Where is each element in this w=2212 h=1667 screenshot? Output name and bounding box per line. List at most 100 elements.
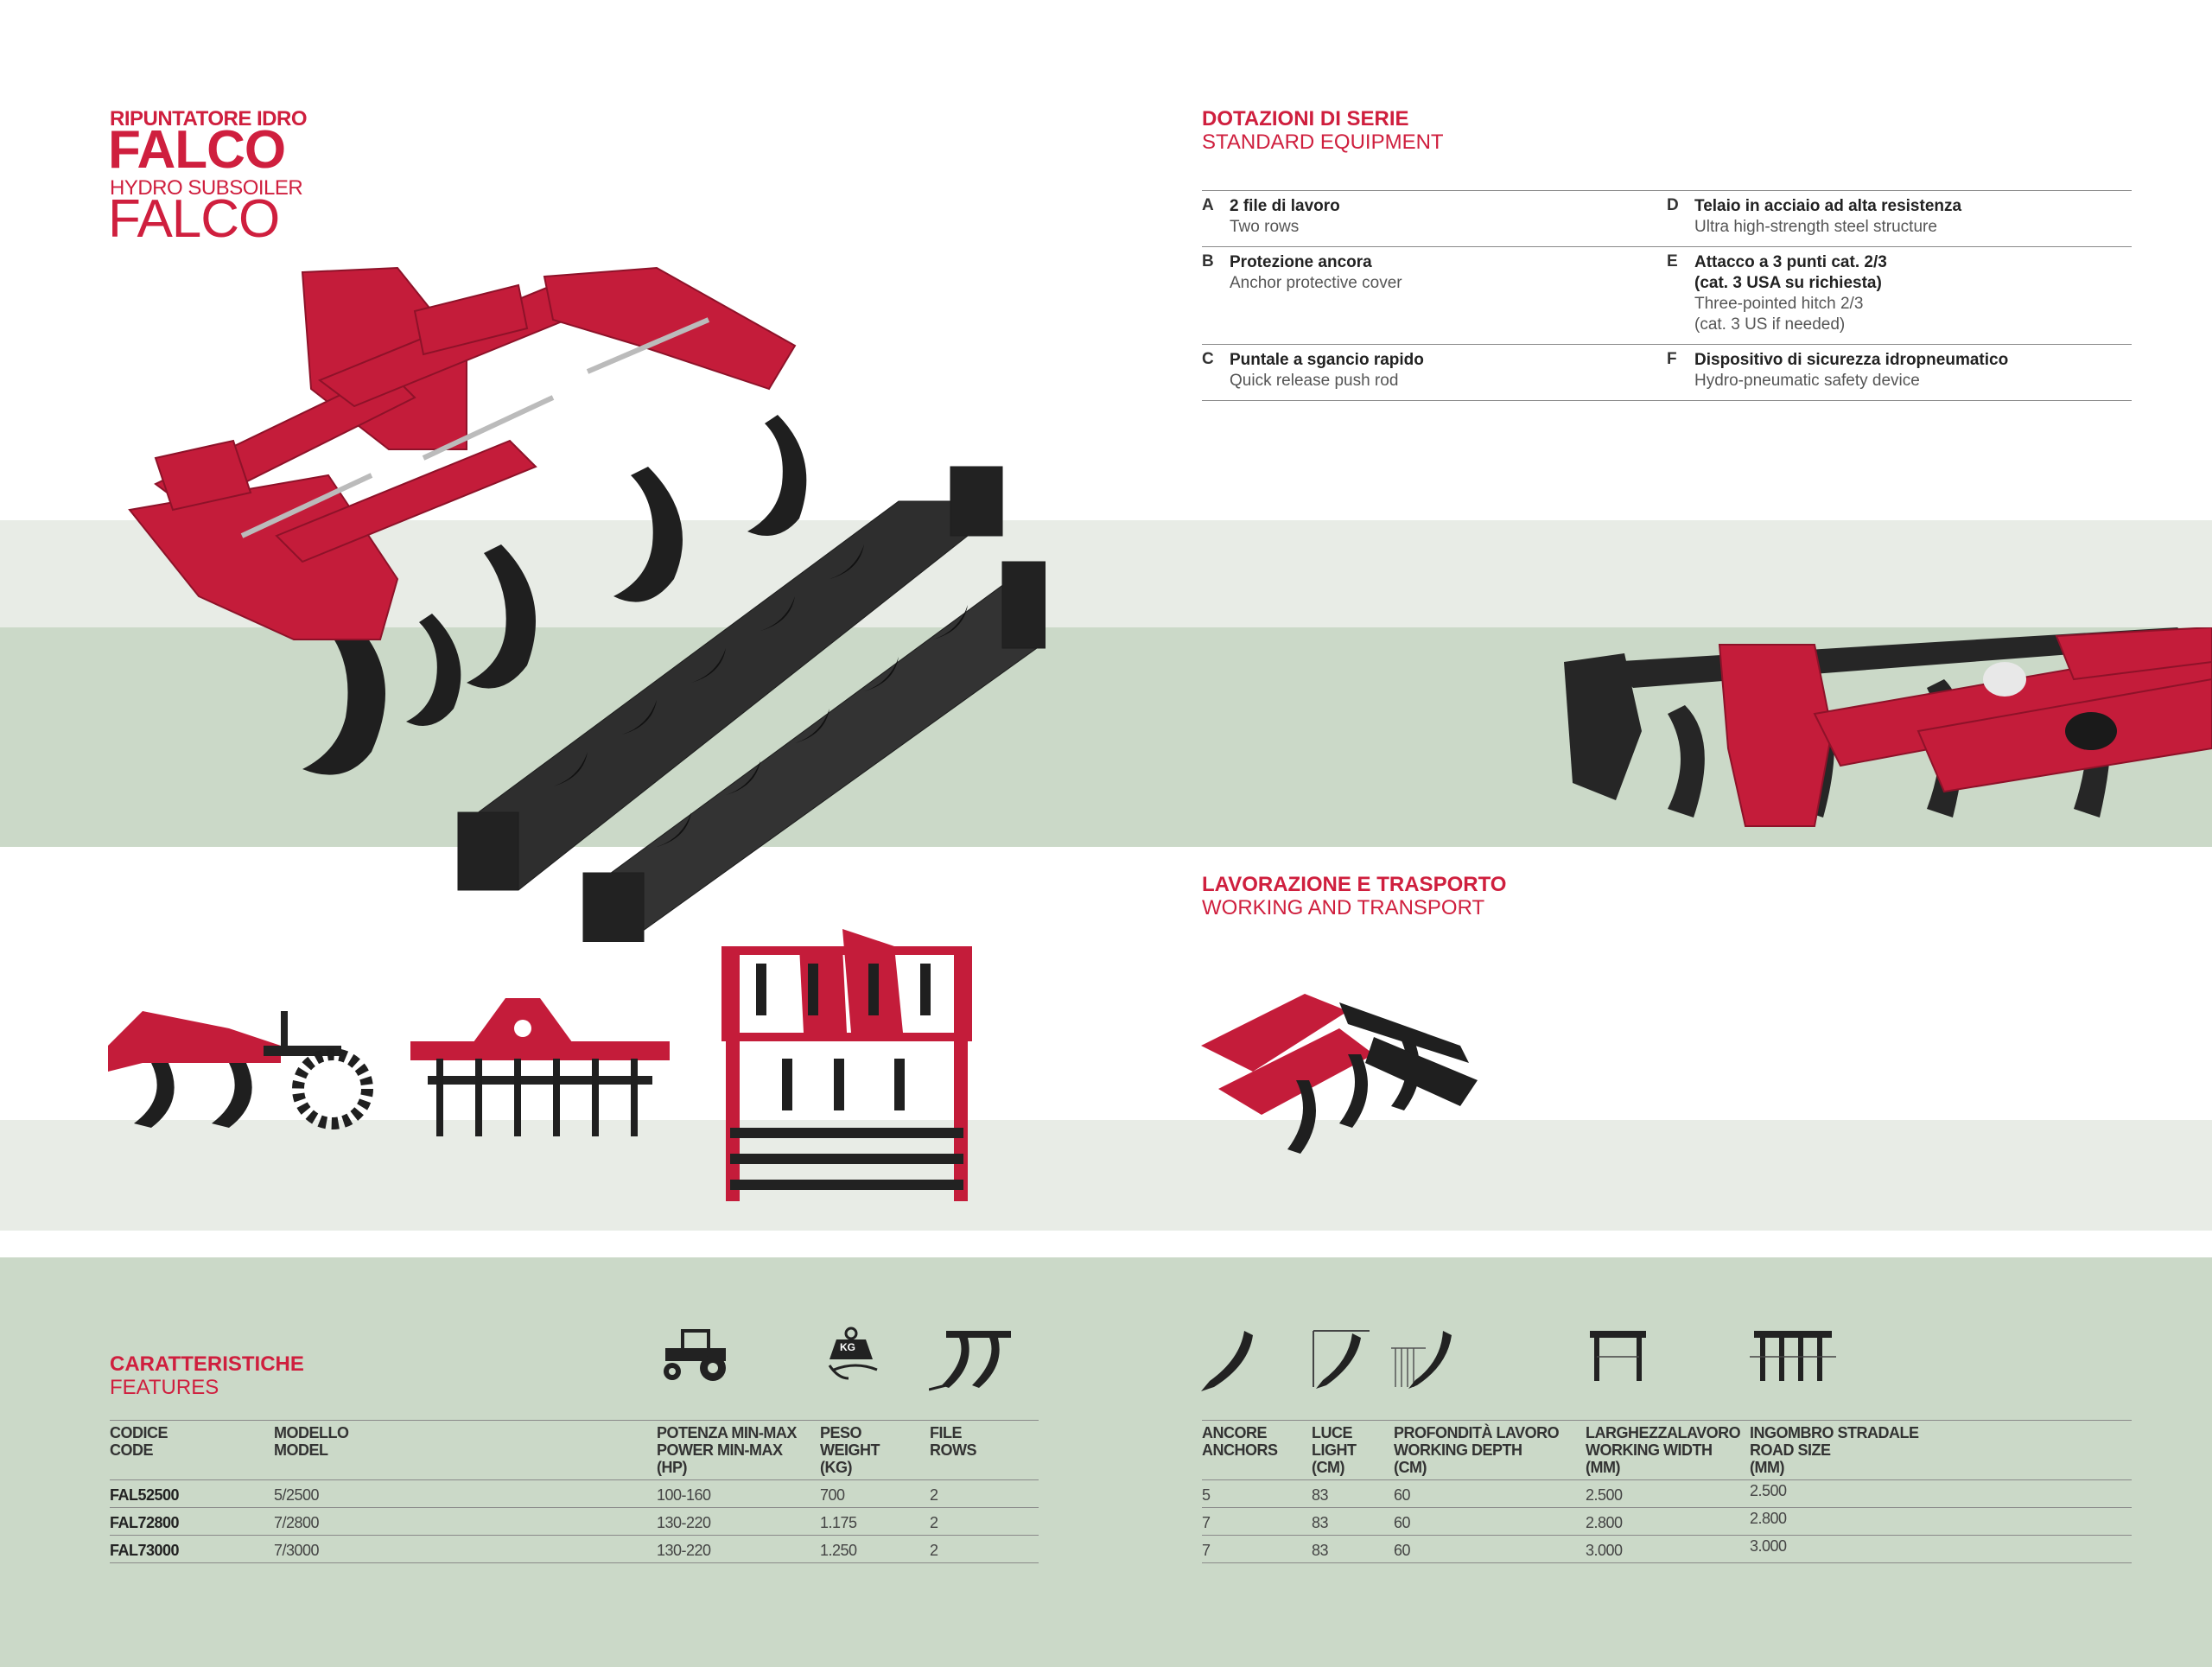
equipment-item-c: C Puntale a sgancio rapido Quick release… [1202, 345, 1667, 400]
top-view-image [721, 929, 972, 1201]
equipment-text-it: Puntale a sgancio rapido [1230, 351, 1424, 369]
table-row: FAL72800 7/2800 130-220 1.175 2 [110, 1508, 1039, 1536]
weight-icon: KG [821, 1327, 881, 1383]
equipment-text-it: Protezione ancora [1230, 253, 1372, 271]
anchor-icon [1201, 1331, 1253, 1391]
equipment-text-en-line2: (cat. 3 US if needed) [1694, 315, 1846, 334]
equipment-text-it: Telaio in acciaio ad alta resistenza [1694, 197, 1962, 215]
cell-light: 83 [1312, 1514, 1329, 1531]
cell-road-size: 3.000 [1750, 1537, 1787, 1555]
equipment-text-en: Ultra high-strength steel structure [1694, 218, 1937, 236]
cell-depth: 60 [1394, 1542, 1411, 1559]
background-band-light-lower [0, 1120, 2212, 1231]
equipment-text-en: Two rows [1230, 218, 1300, 236]
features-heading-en: FEATURES [110, 1376, 219, 1399]
standard-equipment-heading-it: DOTAZIONI DI SERIE [1202, 107, 1409, 130]
working-transport-heading-en: WORKING AND TRANSPORT [1202, 896, 1485, 919]
equipment-text-en: Anchor protective cover [1230, 274, 1402, 292]
main-machine-image [128, 266, 1046, 942]
equipment-item-e: E Attacco a 3 punti cat. 2/3 (cat. 3 USA… [1667, 247, 2132, 344]
equipment-text-it: 2 file di lavoro [1230, 197, 1340, 215]
cell-code: FAL52500 [110, 1486, 180, 1504]
title-italian-product: FALCO [108, 120, 286, 180]
equipment-letter: A [1202, 196, 1214, 214]
cell-rows: 2 [930, 1542, 938, 1559]
cell-weight: 700 [820, 1486, 845, 1504]
features-heading: CARATTERISTICHE FEATURES [110, 1352, 304, 1399]
cell-model: 7/2800 [274, 1514, 320, 1531]
equipment-text-en: Quick release push rod [1230, 372, 1399, 390]
cell-road-size: 2.500 [1750, 1482, 1787, 1499]
features-background [0, 1257, 2212, 1667]
cell-depth: 60 [1394, 1514, 1411, 1531]
title-english-small: HYDRO SUBSOILER [110, 176, 303, 200]
working-transport-heading: LAVORAZIONE E TRASPORTO WORKING AND TRAN… [1202, 873, 1506, 919]
cell-depth: 60 [1394, 1486, 1411, 1504]
equipment-text-it-line2: (cat. 3 USA su richiesta) [1694, 274, 1882, 292]
light-clearance-icon [1313, 1330, 1370, 1389]
working-depth-icon [1391, 1331, 1452, 1389]
front-view-image [410, 998, 670, 1136]
cell-power: 130-220 [657, 1514, 711, 1531]
machine-detail-image [1564, 627, 2212, 827]
cell-rows: 2 [930, 1486, 938, 1504]
equipment-item-d: D Telaio in acciaio ad alta resistenza U… [1667, 191, 2132, 246]
working-width-icon [1590, 1331, 1646, 1381]
equipment-letter: B [1202, 252, 1214, 270]
cell-model: 7/3000 [274, 1542, 320, 1559]
cell-weight: 1.175 [820, 1514, 857, 1531]
standard-equipment-table: A 2 file di lavoro Two rows D Telaio in … [1202, 190, 2132, 401]
cell-weight: 1.250 [820, 1542, 857, 1559]
standard-equipment-heading: DOTAZIONI DI SERIE STANDARD EQUIPMENT [1202, 107, 1444, 154]
title-english-product: FALCO [108, 189, 280, 249]
equipment-item-b: B Protezione ancora Anchor protective co… [1202, 247, 1667, 344]
rows-icon [929, 1331, 1011, 1391]
cell-light: 83 [1312, 1486, 1329, 1504]
cell-model: 5/2500 [274, 1486, 320, 1504]
equipment-item-a: A 2 file di lavoro Two rows [1202, 191, 1667, 246]
cell-anchors: 7 [1202, 1542, 1211, 1559]
table-row: 7 83 60 2.800 2.800 [1202, 1508, 2132, 1536]
table-row: FAL52500 5/2500 100-160 700 2 [110, 1480, 1039, 1508]
cell-width: 2.500 [1586, 1486, 1623, 1504]
cell-width: 2.800 [1586, 1514, 1623, 1531]
cell-power: 130-220 [657, 1542, 711, 1559]
title-italian-small: RIPUNTATORE IDRO [110, 107, 308, 130]
cell-power: 100-160 [657, 1486, 711, 1504]
equipment-text-it: Attacco a 3 punti cat. 2/3 [1694, 253, 1887, 271]
equipment-row: A 2 file di lavoro Two rows D Telaio in … [1202, 190, 2132, 246]
equipment-row: B Protezione ancora Anchor protective co… [1202, 246, 2132, 344]
table-row: FAL73000 7/3000 130-220 1.250 2 [110, 1536, 1039, 1563]
features-heading-it: CARATTERISTICHE [110, 1352, 304, 1376]
cell-rows: 2 [930, 1514, 938, 1531]
equipment-text-it: Dispositivo di sicurezza idropneumatico [1694, 351, 2009, 369]
cell-road-size: 2.800 [1750, 1510, 1787, 1527]
transport-view-image [1201, 994, 1478, 1154]
standard-equipment-heading-en: STANDARD EQUIPMENT [1202, 130, 1444, 154]
cell-code: FAL72800 [110, 1514, 180, 1531]
weight-icon-label: KG [840, 1341, 855, 1353]
tractor-icon [664, 1329, 726, 1381]
cell-width: 3.000 [1586, 1542, 1623, 1559]
equipment-item-f: F Dispositivo di sicurezza idropneumatic… [1667, 345, 2132, 400]
road-size-icon [1750, 1331, 1836, 1381]
cell-anchors: 5 [1202, 1486, 1211, 1504]
cell-anchors: 7 [1202, 1514, 1211, 1531]
working-transport-heading-it: LAVORAZIONE E TRASPORTO [1202, 873, 1507, 896]
equipment-letter: F [1667, 350, 1677, 368]
equipment-letter: E [1667, 252, 1678, 270]
